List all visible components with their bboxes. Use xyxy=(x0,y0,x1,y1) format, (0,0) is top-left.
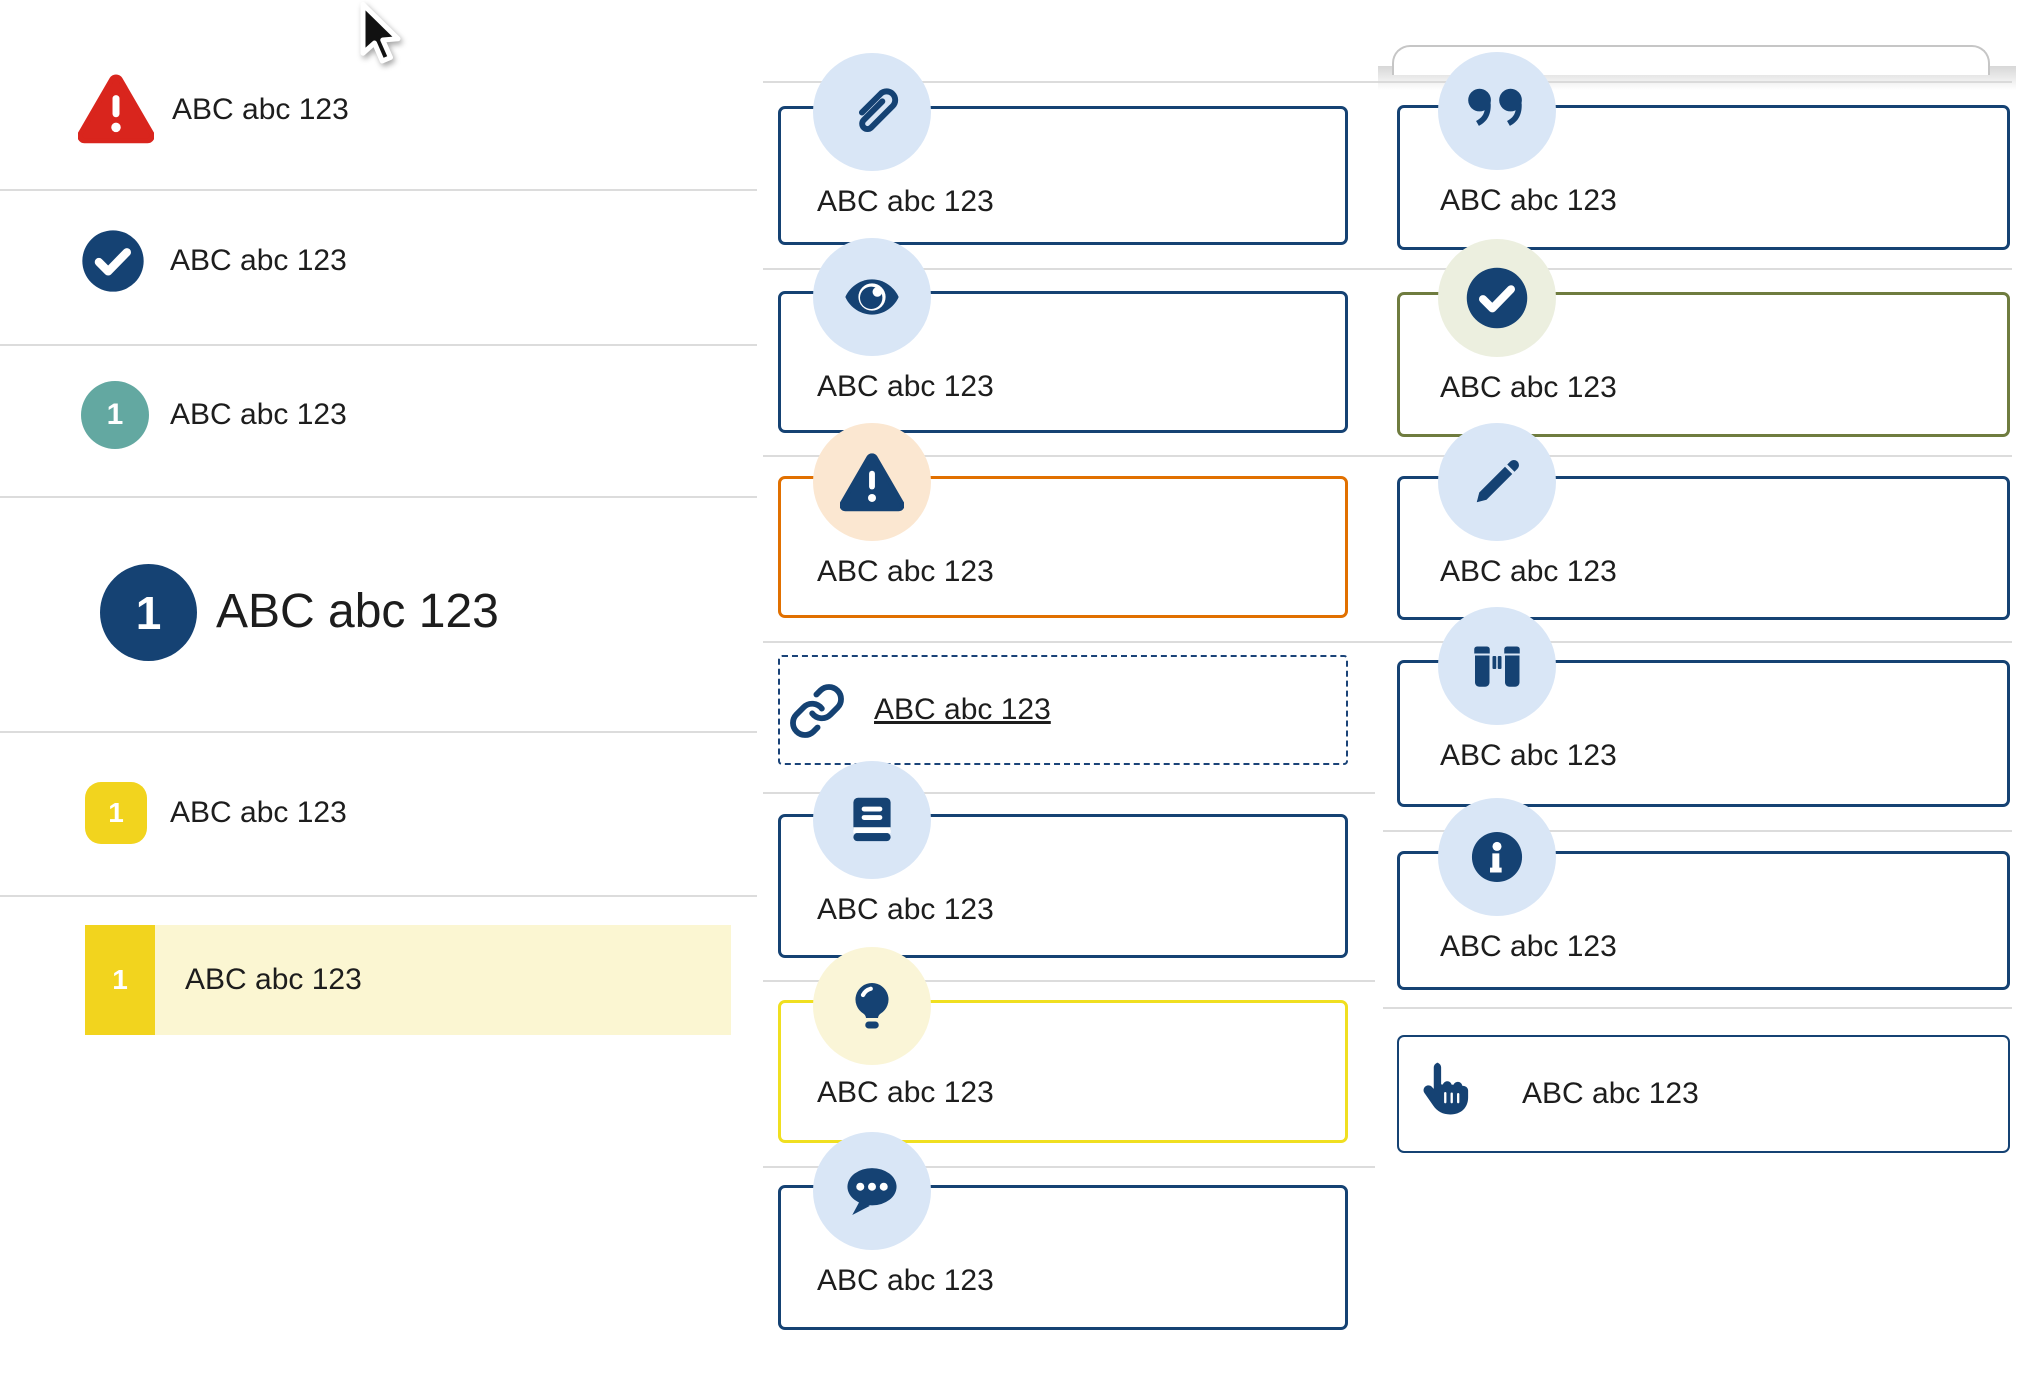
check-icon xyxy=(1438,239,1556,357)
mouse-cursor-icon xyxy=(358,2,408,72)
card-label: ABC abc 123 xyxy=(1522,1077,1699,1110)
divider xyxy=(0,895,757,897)
card-link-label[interactable]: ABC abc 123 xyxy=(874,693,1051,726)
list-item-label: ABC abc 123 xyxy=(216,585,499,638)
hand-pointer-icon xyxy=(1414,1058,1476,1120)
numbered-badge-navy-large: 1 xyxy=(100,564,197,661)
list-item-label: ABC abc 123 xyxy=(172,93,349,126)
card-label: ABC abc 123 xyxy=(1440,555,1617,588)
divider xyxy=(763,641,2012,643)
list-item-label: ABC abc 123 xyxy=(170,398,347,431)
pencil-icon xyxy=(1438,423,1556,541)
numbered-badge-yellow: 1 xyxy=(85,925,155,1035)
divider xyxy=(0,496,757,498)
card-label: ABC abc 123 xyxy=(1440,371,1617,404)
highlight-row-background xyxy=(85,925,731,1035)
numbered-badge-teal: 1 xyxy=(81,381,149,449)
divider xyxy=(763,792,1375,794)
card-label: ABC abc 123 xyxy=(817,893,994,926)
list-item-label: ABC abc 123 xyxy=(170,244,347,277)
card-label: ABC abc 123 xyxy=(817,370,994,403)
divider xyxy=(763,455,2012,457)
paperclip-icon xyxy=(813,53,931,171)
divider xyxy=(0,189,757,191)
card-label: ABC abc 123 xyxy=(817,1076,994,1109)
card-label: ABC abc 123 xyxy=(817,1264,994,1297)
check-circle-icon xyxy=(81,229,145,293)
alert-triangle-icon xyxy=(78,74,154,144)
chat-icon xyxy=(813,1132,931,1250)
card-label: ABC abc 123 xyxy=(1440,930,1617,963)
card-label: ABC abc 123 xyxy=(817,185,994,218)
link-icon xyxy=(788,682,846,740)
card-label: ABC abc 123 xyxy=(1440,739,1617,772)
card-label: ABC abc 123 xyxy=(1440,184,1617,217)
divider xyxy=(763,268,2012,270)
quote-icon xyxy=(1438,52,1556,170)
divider xyxy=(0,344,757,346)
callout-card-pointer xyxy=(1397,1035,2010,1153)
warning-icon xyxy=(813,423,931,541)
divider xyxy=(1383,1007,2012,1009)
divider xyxy=(0,731,757,733)
binoculars-icon xyxy=(1438,607,1556,725)
list-item-label: ABC abc 123 xyxy=(185,963,362,996)
numbered-badge-yellow: 1 xyxy=(85,782,147,844)
info-icon xyxy=(1438,798,1556,916)
lightbulb-icon xyxy=(813,947,931,1065)
divider xyxy=(763,980,1375,982)
callout-card-info xyxy=(1397,851,2010,990)
eye-icon xyxy=(813,238,931,356)
card-label: ABC abc 123 xyxy=(817,555,994,588)
divider xyxy=(1383,830,2012,832)
book-icon xyxy=(813,761,931,879)
divider xyxy=(763,1166,1375,1168)
list-item-label: ABC abc 123 xyxy=(170,796,347,829)
callout-card-link[interactable] xyxy=(778,655,1348,765)
